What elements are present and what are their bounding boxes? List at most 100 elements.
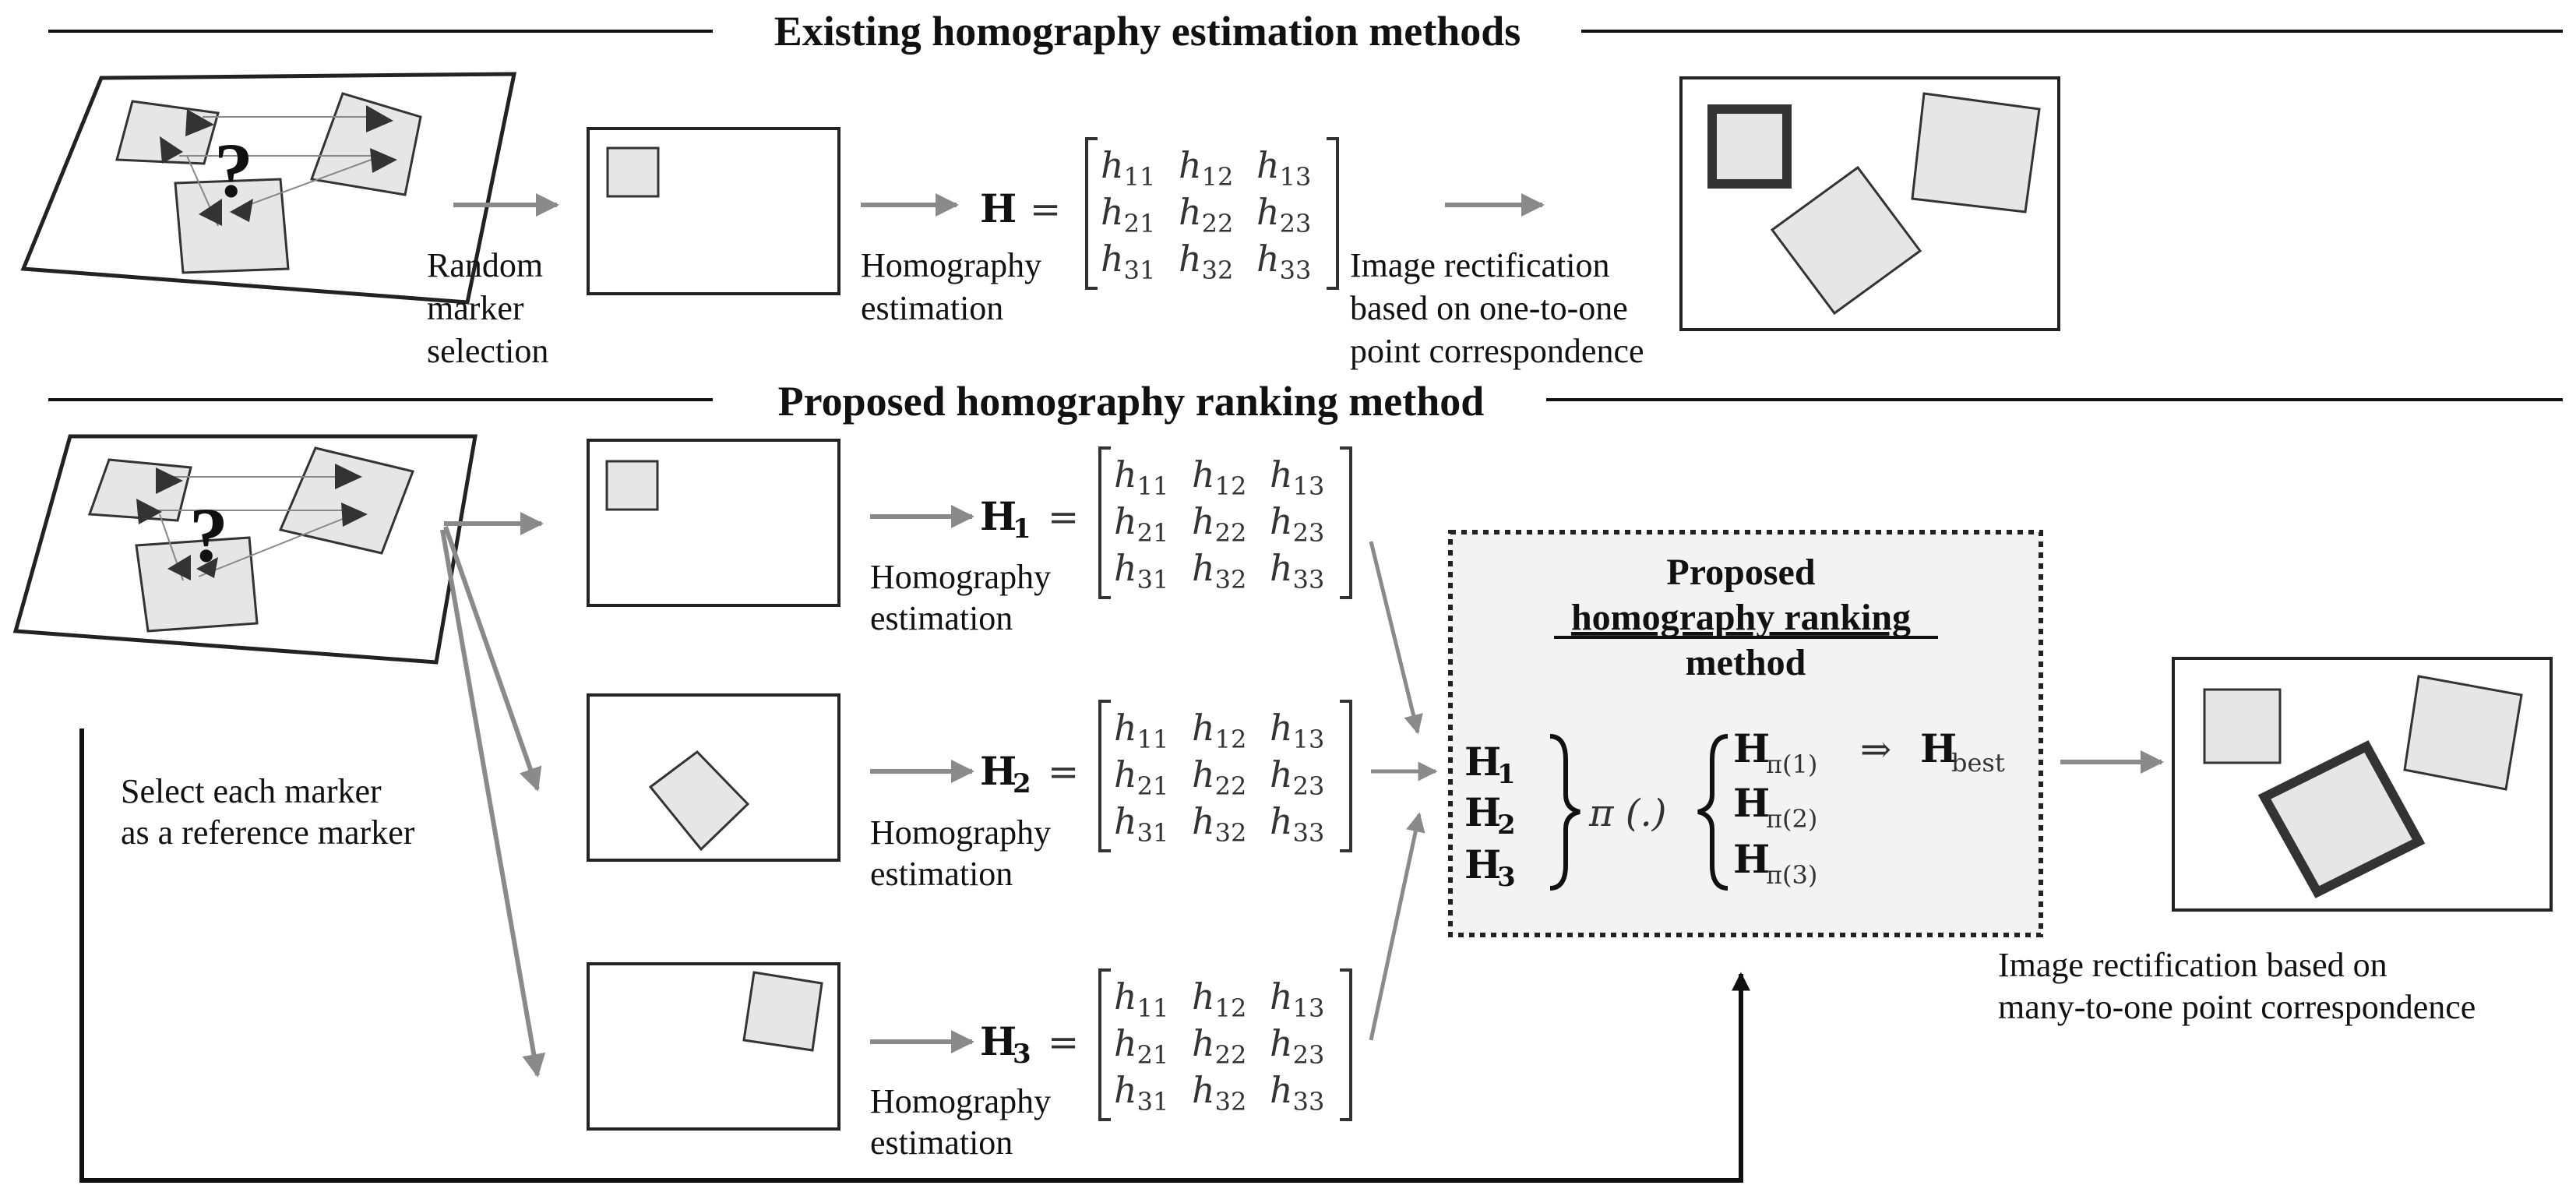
svg-text:H: H xyxy=(1464,739,1501,785)
implies-arrow: ⇒ xyxy=(1860,728,1891,771)
reference-feedback-arrow xyxy=(79,729,1750,1183)
bottom-section-header: Proposed homography ranking method xyxy=(48,378,2563,425)
homography-estimation-label-1: Homography estimation xyxy=(870,558,1059,637)
random-marker-selection-label: Random marker selection xyxy=(427,246,551,370)
top-section-header: Existing homography estimation methods xyxy=(48,8,2563,55)
question-mark-icon-bottom: ? xyxy=(189,492,228,578)
matrix-entry: h32 xyxy=(1179,238,1233,285)
ranking-box: Proposed homography ranking method H 1 H… xyxy=(1448,530,2043,937)
top-section-title: Existing homography estimation methods xyxy=(774,8,1521,55)
matrix-entry: h13 xyxy=(1270,975,1324,1023)
rectified-image-top xyxy=(1679,76,2060,331)
equals-sign: = xyxy=(1030,188,1061,231)
svg-text:H: H xyxy=(1733,780,1770,826)
matrix-entry: h13 xyxy=(1270,453,1324,501)
matrix-entry: h22 xyxy=(1192,753,1246,801)
ranking-inputs: H 1 H 2 H 3 xyxy=(1464,739,1516,893)
matrix-entry: h12 xyxy=(1192,707,1246,754)
matrix-right-bracket xyxy=(1340,700,1352,852)
ranking-outputs: H π(1) H π(2) H π(3) xyxy=(1733,725,1817,890)
select-marker-label: Select each marker as a reference marker xyxy=(121,772,415,852)
matrix-entry: h13 xyxy=(1270,707,1324,754)
matrix-entry: h31 xyxy=(1114,1069,1168,1117)
matrix-right-bracket xyxy=(1340,446,1352,599)
matrix-left-bracket xyxy=(1098,700,1111,852)
marker-sheet-bottom: ? xyxy=(12,434,477,665)
matrix-entry: h23 xyxy=(1270,1022,1324,1070)
matrix-entry: h22 xyxy=(1192,500,1246,548)
homography-estimation-label-2: Homography estimation xyxy=(870,813,1059,893)
left-brace xyxy=(1697,734,1728,891)
matrix-left-bracket xyxy=(1085,137,1098,290)
image-frame-2 xyxy=(587,693,840,862)
matrix-entry: h21 xyxy=(1114,500,1168,548)
image-frame-1 xyxy=(587,439,840,607)
matrix-entry: h12 xyxy=(1192,453,1246,501)
matrix-entry: h23 xyxy=(1270,753,1324,801)
matrix-entry: h21 xyxy=(1101,191,1155,238)
bottom-section-title: Proposed homography ranking method xyxy=(778,378,1485,425)
homography-estimation-label-3: Homography estimation xyxy=(870,1082,1059,1162)
question-mark-icon: ? xyxy=(214,127,253,213)
svg-text:H: H xyxy=(1464,789,1501,835)
matrix-3: h11 h12 h13 h21 h22 h23 h31 h32 h33 xyxy=(1098,968,1352,1121)
homography-estimation-label-top: Homography estimation xyxy=(861,246,1050,327)
h3-subscript: 3 xyxy=(1013,1039,1031,1070)
matrix-entry: h12 xyxy=(1179,144,1233,192)
matrix-right-bracket xyxy=(1327,137,1339,290)
image-frame-3 xyxy=(587,962,840,1131)
svg-text:=: = xyxy=(1048,1021,1079,1064)
h3-symbol: H xyxy=(980,1018,1017,1064)
h2-symbol: H xyxy=(980,748,1017,794)
svg-text:3: 3 xyxy=(1497,862,1516,893)
image-rectification-label-bottom: Image rectification based on many-to-one… xyxy=(1998,946,2476,1026)
h1-subscript: 1 xyxy=(1013,513,1031,545)
matrix-entry: h11 xyxy=(1114,453,1168,501)
h2-subscript: 2 xyxy=(1013,768,1031,799)
fan-out-arrows xyxy=(440,512,546,1078)
image-frame-top xyxy=(587,127,840,295)
matrix-left-bracket xyxy=(1098,968,1111,1121)
svg-text:π(2): π(2) xyxy=(1766,804,1817,834)
reference-marker-highlight xyxy=(1707,104,1792,189)
matrix-entry: h32 xyxy=(1192,1069,1246,1117)
matrix-right-bracket xyxy=(1340,968,1352,1121)
h1-symbol: H xyxy=(980,493,1017,539)
svg-text:H: H xyxy=(1464,841,1501,887)
matrix-entry: h11 xyxy=(1114,975,1168,1023)
h-best-symbol: H xyxy=(1920,725,1957,771)
matrix-entry: h22 xyxy=(1192,1022,1246,1070)
svg-text:π(3): π(3) xyxy=(1766,860,1817,890)
matrix-entry: h33 xyxy=(1256,238,1311,285)
rectified-image-bottom xyxy=(2172,657,2553,912)
h-best-subscript: best xyxy=(1951,748,2005,778)
svg-text:2: 2 xyxy=(1497,810,1516,841)
estimation-row-3: H 3 = h11 h12 h13 h21 h22 h23 h31 h32 h33 Homogr… xyxy=(870,968,1352,1162)
marker-sheet-top: ? xyxy=(20,72,517,305)
matrix-entry: h33 xyxy=(1270,1069,1324,1117)
svg-text:1: 1 xyxy=(1497,759,1516,790)
matrix-entry: h33 xyxy=(1270,547,1324,594)
matrix-entry: h11 xyxy=(1101,144,1155,192)
matrix-entry: h31 xyxy=(1114,800,1168,848)
matrix-entry: h31 xyxy=(1101,238,1155,285)
matrix-entry: h33 xyxy=(1270,800,1324,848)
matrix-entry: h13 xyxy=(1256,144,1311,192)
matrix-entry: h23 xyxy=(1256,191,1311,238)
svg-text:π(1): π(1) xyxy=(1766,750,1817,779)
matrix-entry: h12 xyxy=(1192,975,1246,1023)
matrix-entry: h21 xyxy=(1114,753,1168,801)
svg-text:H: H xyxy=(1733,725,1770,771)
permutation-operator: π (.) xyxy=(1588,792,1667,835)
converging-arrows xyxy=(1369,541,1438,1041)
svg-text:=: = xyxy=(1048,750,1079,794)
image-rectification-label-top: Image rectification based on one-to-one … xyxy=(1350,246,1644,370)
matrix-entry: h21 xyxy=(1114,1022,1168,1070)
svg-text:=: = xyxy=(1048,496,1079,539)
ranking-box-title: Proposed homography ranking method xyxy=(1571,552,1920,683)
